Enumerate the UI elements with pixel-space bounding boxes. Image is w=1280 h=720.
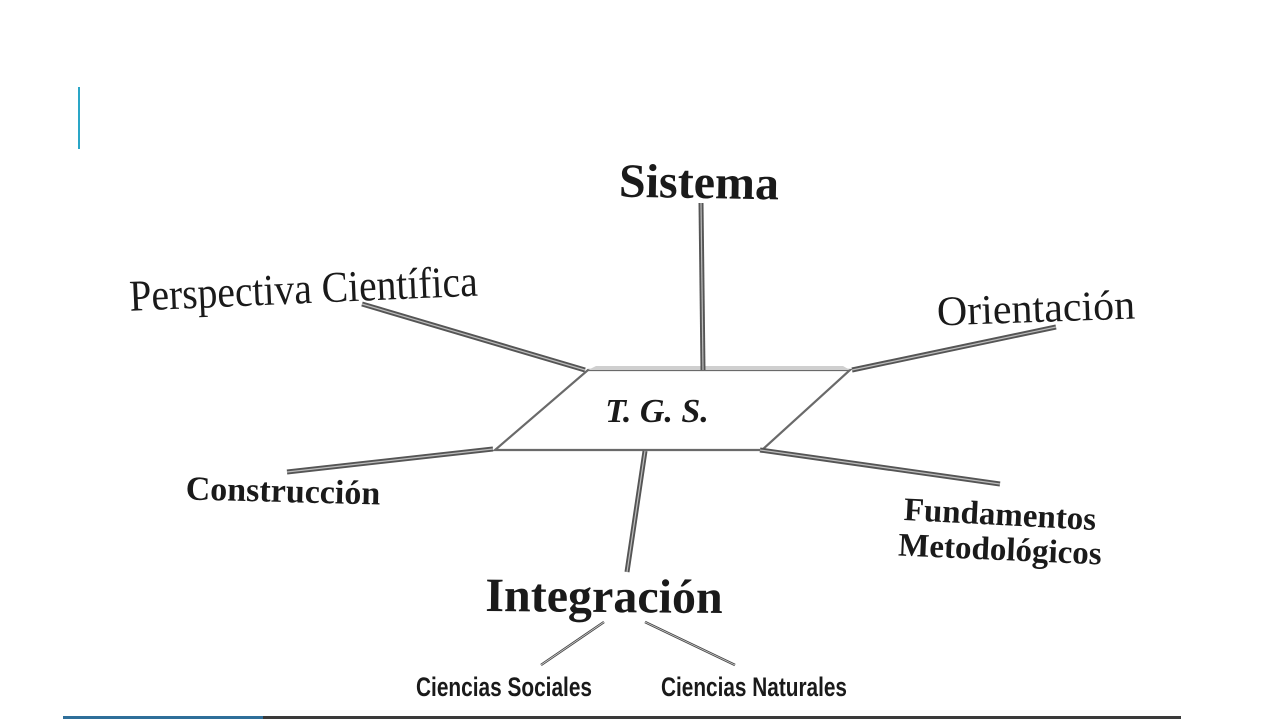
label-sistema: Sistema	[619, 155, 780, 211]
spoke-sistema	[698, 202, 706, 371]
bottom-rule-accent	[63, 716, 263, 719]
label-construccion: Construcción	[185, 470, 381, 512]
label-orientacion: Orientación	[936, 283, 1136, 336]
bottom-rule	[63, 716, 1181, 719]
label-ciencias-naturales: Ciencias Naturales	[661, 672, 847, 702]
center-label: T. G. S.	[605, 393, 709, 430]
branch-sociales	[540, 620, 605, 667]
spoke-integracion	[624, 450, 648, 573]
spoke-fundamentos	[759, 447, 1001, 487]
label-fundamentos-line2: Metodológicos	[898, 528, 1103, 573]
label-ciencias-sociales: Ciencias Sociales	[416, 672, 592, 702]
label-perspectiva: Perspectiva Científica	[128, 258, 478, 322]
title-accent-bar	[78, 87, 80, 149]
center-parallelogram-top-shade	[588, 366, 850, 370]
spoke-orientacion	[851, 324, 1057, 373]
spoke-construccion	[286, 446, 494, 475]
branch-naturales	[644, 620, 736, 667]
label-integracion: Integración	[485, 569, 723, 624]
spoke-perspectiva	[361, 301, 586, 373]
